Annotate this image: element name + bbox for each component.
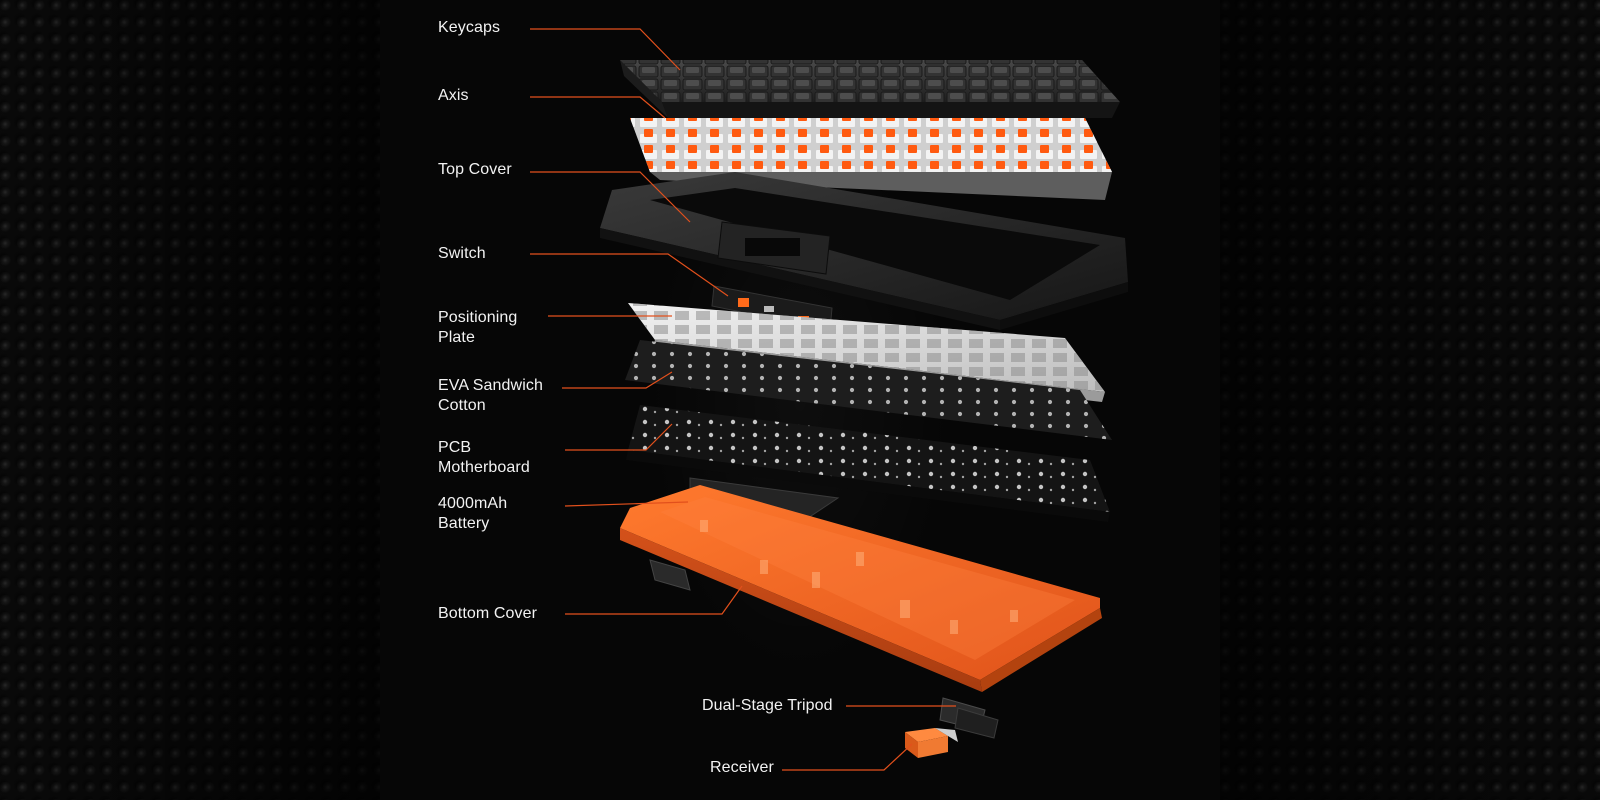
top-cover-layer (600, 172, 1128, 330)
leader-battery (564, 501, 689, 507)
label-bottom-cover: Bottom Cover (438, 605, 538, 622)
label-positioning-plate: Positioning Plate (438, 309, 518, 346)
label-battery: 4000mAh Battery (438, 495, 508, 532)
receiver (905, 728, 958, 758)
leader-keycaps (530, 28, 681, 71)
label-pcb-motherboard: PCB Motherboard (438, 439, 530, 476)
label-axis: Axis (438, 87, 469, 104)
leader-top-cover (530, 171, 691, 223)
label-keycaps: Keycaps (438, 19, 501, 36)
background-texture-right (1220, 0, 1600, 800)
leader-eva (562, 371, 673, 389)
label-top-cover: Top Cover (438, 161, 512, 178)
keycaps-layer (620, 60, 1120, 118)
leader-switch (530, 253, 729, 297)
tripod-piece-left (649, 559, 691, 591)
leader-receiver (782, 743, 913, 771)
axis-layer (630, 118, 1112, 200)
bottom-cover-layer (620, 485, 1102, 692)
leader-pcb (565, 423, 673, 451)
background-texture-left (0, 0, 380, 800)
label-switch: Switch (438, 245, 486, 262)
label-receiver: Receiver (710, 759, 774, 776)
label-eva-sandwich-cotton: EVA Sandwich Cotton (438, 377, 543, 414)
leader-bottom-cover (565, 585, 743, 615)
label-dual-stage-tripod: Dual-Stage Tripod (702, 697, 833, 714)
leader-axis (530, 96, 666, 119)
